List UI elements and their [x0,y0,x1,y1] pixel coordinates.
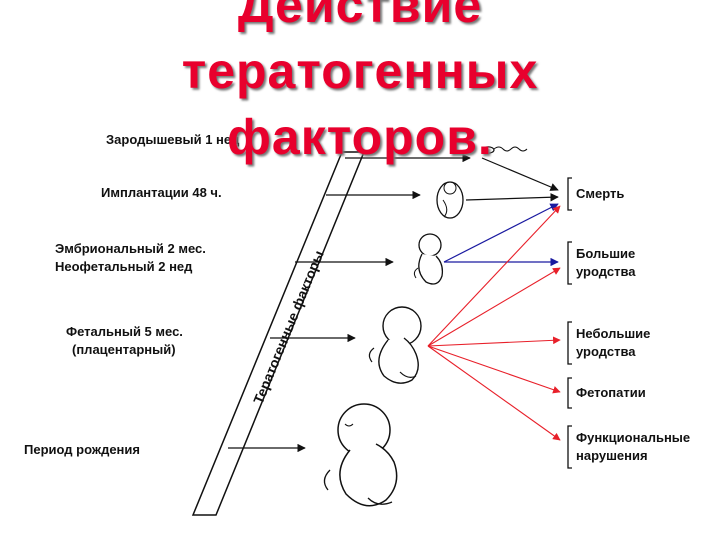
arrow-embryo-death [443,203,559,263]
bracket-major [567,241,572,285]
stage-birth: Период рождения [24,442,140,457]
stage-fetal: Фетальный 5 мес. (плацентарный) [66,323,183,359]
bracket-fetopathy [567,377,572,409]
arrow-fetal-major [427,267,561,347]
stage-fetal-line1: Фетальный 5 мес. [66,324,183,339]
stage-fetal-line2: (плацентарный) [72,342,176,357]
outcome-death: Смерть [576,186,625,201]
bracket-minor [567,321,572,365]
arrow-sperm-death [481,157,559,191]
arrow-fetal-functional [427,345,561,441]
arrow-fetal-death [427,205,561,347]
bracket-functional [567,425,572,469]
bracket-death [567,177,572,211]
title-line-2: тератогенных [181,43,539,99]
outcome-major: Большие уродства [576,245,636,281]
newborn-fetus-icon [323,403,398,507]
outcome-minor-line2: уродства [576,344,636,359]
teratogen-band [191,151,366,516]
arrow-blastocyst-death [465,193,559,202]
outcome-major-line2: уродства [576,264,636,279]
stage-embryonic-line1: Эмбриональный 2 мес. [55,241,206,256]
fetus-icon [368,306,422,384]
stage-embryonic: Эмбриональный 2 мес. Неофетальный 2 нед [55,240,206,276]
outcome-functional-line1: Функциональные [576,430,691,445]
outcome-major-line1: Большие [576,246,636,261]
outcome-fetopathy: Фетопатии [576,385,646,400]
arrow-fetal-fetopathy [427,345,561,394]
embryo-icon [413,233,444,285]
stage-germinal: Зародышевый 1 нед [106,132,240,147]
stage-embryonic-line2: Неофетальный 2 нед [55,259,193,274]
outcome-minor-line1: Небольшие [576,326,651,341]
outcome-functional: Функциональные нарушения [576,429,690,465]
outcome-minor: Небольшие уродства [576,325,650,361]
outcome-functional-line2: нарушения [576,448,648,463]
title-line-3: факторов. [227,109,493,165]
blastocyst-icon [436,181,464,219]
title-line-1: Действие [237,0,483,33]
band-label: Тератогенные факторы [250,248,327,406]
sperm-icon [481,146,528,154]
stage-implantation: Имплантации 48 ч. [101,185,222,200]
arrow-fetal-minor [427,336,561,347]
